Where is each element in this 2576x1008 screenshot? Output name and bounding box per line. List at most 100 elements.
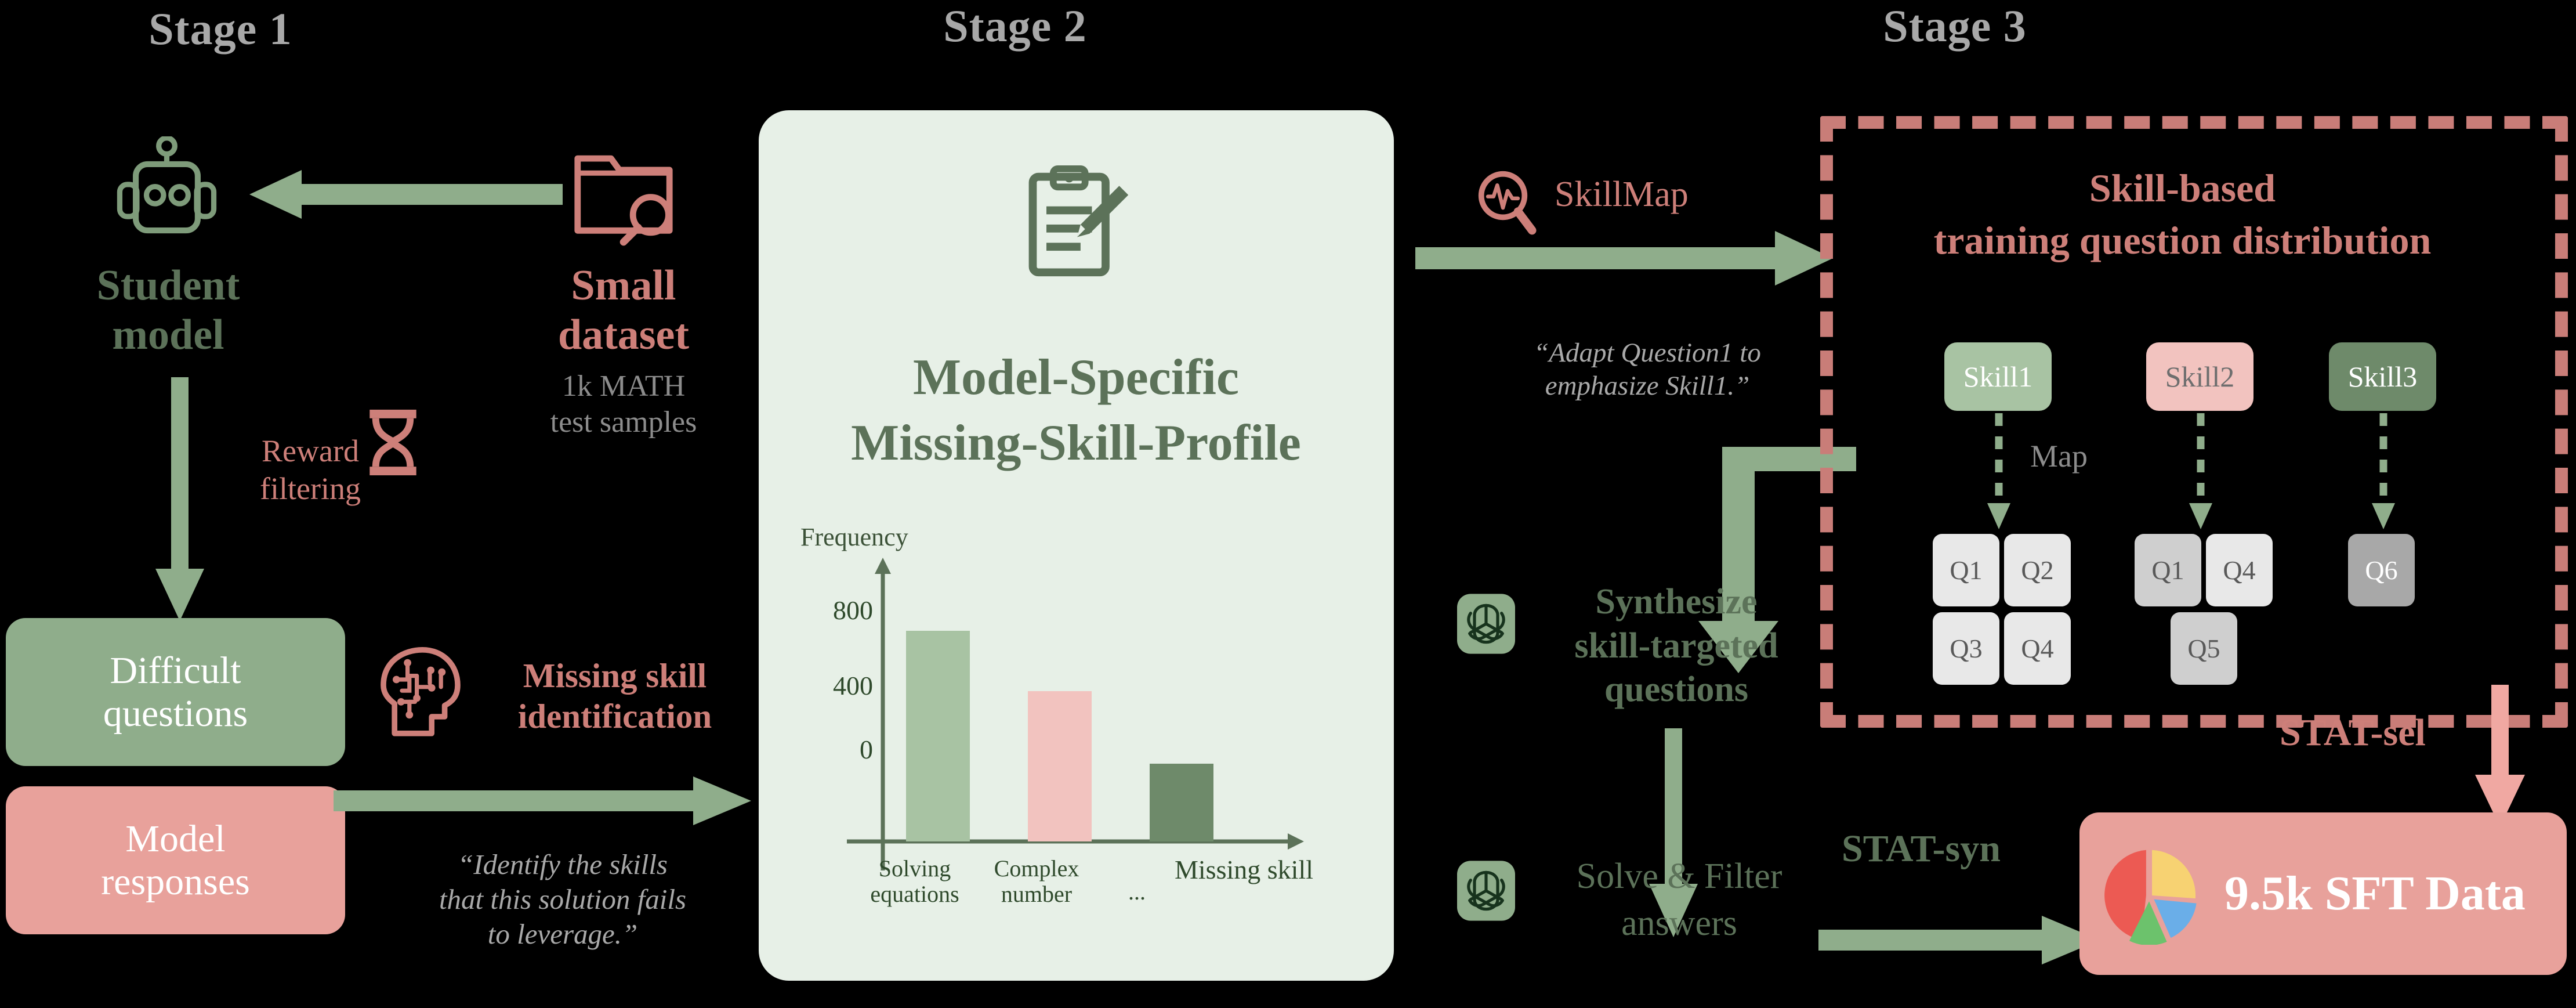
identify-skills-quote: “Identify the skills that this solution … <box>371 847 754 951</box>
sft-data-label: 9.5k SFT Data <box>2224 866 2526 920</box>
openai-logo-icon <box>1457 592 1515 656</box>
brain-head-icon <box>374 644 467 743</box>
openai-logo-icon-2 <box>1457 859 1515 923</box>
question-box-s1-q4[interactable]: Q4 <box>2004 612 2071 685</box>
stage2-panel-title: Model-Specific Missing-Skill-Profile <box>771 345 1381 476</box>
chart-ytick-400: 400 <box>833 671 873 700</box>
skill-distribution-frame <box>1820 116 2568 728</box>
chart-plot-area <box>883 601 1324 841</box>
arrow-dataset-to-student <box>249 165 563 223</box>
difficult-questions-line-1: Difficult <box>110 649 241 692</box>
chart-category-1-line-2: number <box>1001 881 1073 907</box>
small-dataset-line-2: dataset <box>557 311 690 359</box>
chart-category-0-line-1: Solving <box>878 855 951 881</box>
stat-syn-label: STAT-syn <box>1842 827 2001 871</box>
identify-quote-line-2: that this solution fails <box>439 883 687 915</box>
question-box-s2-q1-label: Q1 <box>2151 555 2184 585</box>
map-arrow-1 <box>1984 413 2014 529</box>
stat-syn-text: STAT-syn <box>1842 828 2001 870</box>
question-box-s1-q1-label: Q1 <box>1950 555 1983 585</box>
question-box-s1-q2-label: Q2 <box>2021 555 2054 585</box>
reward-filtering-label: Reward filtering <box>223 432 397 508</box>
missing-skill-identification-label: Missing skill identification <box>464 656 766 736</box>
adapt-quote-line-1: “Adapt Question1 to <box>1534 338 1761 368</box>
question-box-s1-q3-label: Q3 <box>1950 634 1983 663</box>
skill-distribution-title: Skill-based training question distributi… <box>1833 162 2532 267</box>
stage-1-title: Stage 1 <box>148 3 292 54</box>
question-box-s3-q6[interactable]: Q6 <box>2348 534 2415 606</box>
arrow-student-to-questions <box>148 377 212 621</box>
question-box-s2-q5-label: Q5 <box>2187 634 2220 663</box>
arrow-distribution-to-sft <box>2468 685 2532 827</box>
chart-bar-1 <box>1028 691 1092 841</box>
dist-title-line-1: Skill-based <box>2089 166 2276 210</box>
robot-icon <box>113 136 220 238</box>
reward-filtering-line-2: filtering <box>260 471 361 506</box>
chart-category-2: ... <box>1102 879 1172 905</box>
skill-chip-1[interactable]: Skill1 <box>1944 342 2052 411</box>
student-model-line-1: Student <box>96 262 240 309</box>
folder-search-icon <box>571 139 676 247</box>
missing-skill-line-1: Missing skill <box>523 656 707 695</box>
student-model-label: Student model <box>26 261 310 360</box>
dataset-subtitle-line-1: 1k MATH <box>561 370 686 403</box>
skillmap-label: SkillMap <box>1555 175 1689 214</box>
stat-sel-text: STAT-sel <box>2280 711 2426 754</box>
chart-category-1: Complex number <box>987 856 1086 907</box>
chart-ytick-800: 800 <box>833 595 873 625</box>
chart-bar-0 <box>906 631 970 841</box>
question-box-s1-q3[interactable]: Q3 <box>1933 612 1999 685</box>
model-responses-box: Model responses <box>6 786 345 934</box>
question-box-s2-q5[interactable]: Q5 <box>2171 612 2237 685</box>
panel-title-line-2: Missing-Skill-Profile <box>851 414 1301 471</box>
chart-category-0: Solving equations <box>865 856 964 907</box>
skill-chip-3[interactable]: Skill3 <box>2329 342 2436 411</box>
solve-filter-label: Solve & Filter answers <box>1514 853 1845 946</box>
map-arrow-2 <box>2186 413 2216 529</box>
chart-category-1-line-1: Complex <box>994 855 1079 881</box>
student-model-line-2: model <box>112 311 224 359</box>
chart-x-axis-label: Missing skill <box>1175 855 1314 884</box>
chart-category-0-line-2: equations <box>870 881 959 907</box>
dataset-subtitle-line-2: test samples <box>550 406 697 439</box>
question-box-s2-q1[interactable]: Q1 <box>2135 534 2201 606</box>
magnifier-pulse-icon <box>1473 168 1540 238</box>
chart-axes <box>847 558 1304 870</box>
arrow-synthesize-to-solve <box>1642 728 1705 937</box>
synthesize-line-1: Synthesize <box>1595 582 1758 622</box>
clipboard-pencil-icon <box>1021 165 1131 281</box>
adapt-quote-line-2: emphasize Skill1.” <box>1545 371 1750 402</box>
chart-y-axis-label: Frequency <box>800 523 908 551</box>
identify-quote-line-1: “Identify the skills <box>458 848 668 880</box>
question-box-s3-q6-label: Q6 <box>2365 555 2398 585</box>
adapt-question-quote: “Adapt Question1 to emphasize Skill1.” <box>1456 337 1839 403</box>
skill-chip-1-label: Skill1 <box>1963 360 2033 393</box>
arrow-stage2-to-stage3 <box>1415 226 1833 290</box>
arrow-solve-to-sft <box>1818 911 2100 969</box>
small-dataset-label: Small dataset <box>481 261 766 360</box>
synthesize-line-3: questions <box>1604 670 1749 710</box>
chart-category-2-line-1: ... <box>1128 879 1146 905</box>
question-box-s1-q4-label: Q4 <box>2021 634 2054 663</box>
skill-chip-2[interactable]: Skill2 <box>2146 342 2253 411</box>
hourglass-icon <box>363 406 423 479</box>
solve-filter-line-2: answers <box>1621 903 1737 943</box>
difficult-questions-box: Difficult questions <box>6 618 345 766</box>
question-box-s2-q4[interactable]: Q4 <box>2206 534 2273 606</box>
panel-title-line-1: Model-Specific <box>912 349 1240 406</box>
difficult-questions-line-2: questions <box>103 692 248 735</box>
skill-chip-2-label: Skill2 <box>2165 360 2235 393</box>
map-label: Map <box>2030 439 2088 474</box>
chart-ytick-0: 0 <box>860 735 873 764</box>
solve-filter-line-1: Solve & Filter <box>1576 857 1782 896</box>
dist-title-line-2: training question distribution <box>1933 218 2432 262</box>
chart-bar-2 <box>1150 764 1213 841</box>
question-box-s1-q1[interactable]: Q1 <box>1933 534 1999 606</box>
model-responses-line-1: Model <box>125 817 226 860</box>
question-box-s1-q2[interactable]: Q2 <box>2004 534 2071 606</box>
skill-chip-3-label: Skill3 <box>2347 360 2418 393</box>
dataset-subtitle: 1k MATH test samples <box>481 368 766 441</box>
reward-filtering-line-1: Reward <box>262 433 359 468</box>
synthesize-line-2: skill-targeted <box>1574 626 1778 666</box>
